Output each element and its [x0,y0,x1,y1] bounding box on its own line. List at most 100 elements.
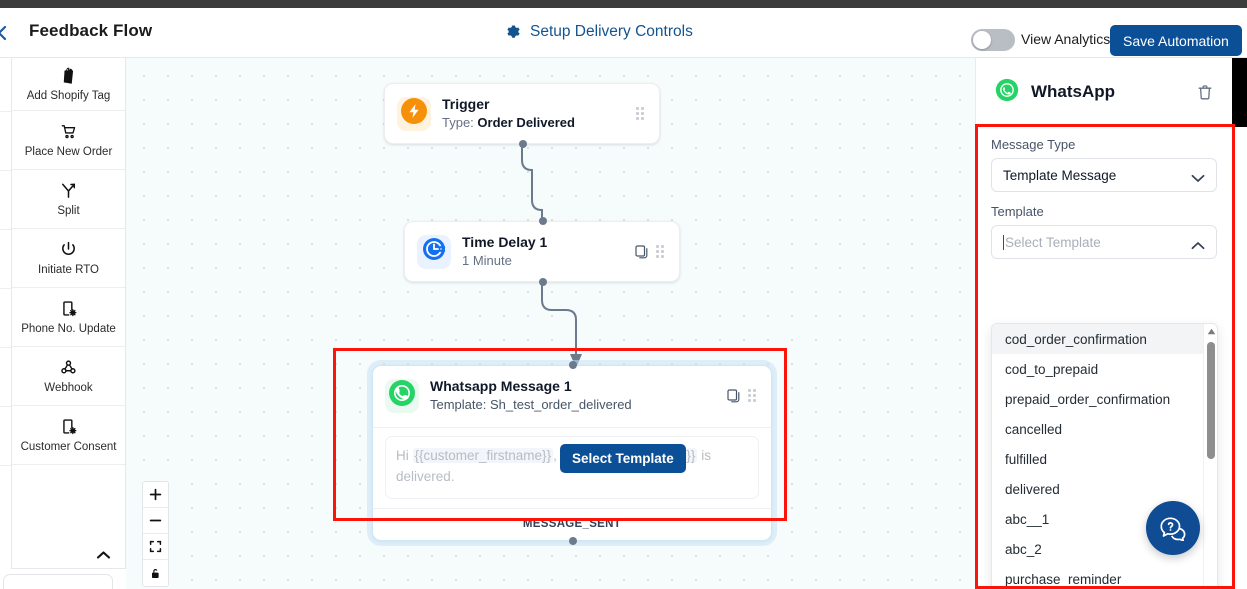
dropdown-option-label: purchase_reminder [1005,571,1122,587]
chat-question-icon [1158,515,1188,541]
select-template-tooltip: Select Template [560,444,686,473]
panel-body: Message Type Template Message Template S… [976,126,1232,589]
dropdown-option[interactable]: fulfilled [992,444,1203,474]
dropdown-option-label: fulfilled [1005,451,1048,467]
node-subtitle: 1 Minute [462,252,512,268]
palette-item-place-new-order[interactable]: Place New Order [12,111,125,170]
chevron-up-icon[interactable] [94,548,113,562]
dropdown-option[interactable]: delivered [992,474,1203,504]
template-placeholder: Select Template [1003,234,1101,250]
message-type-label: Message Type [991,137,1076,152]
dropdown-option[interactable]: abc_2 [992,534,1203,564]
palette-item-split[interactable]: Split [12,170,125,229]
drag-handle-icon[interactable] [748,388,759,403]
trigger-type-value: Order Delivered [477,114,575,130]
message-sent-branch-label: MESSAGE_SENT [373,507,771,540]
drag-handle-icon[interactable] [656,244,667,259]
message-type-select[interactable]: Template Message [991,158,1217,192]
dropdown-option-label: cod_order_confirmation [1005,331,1147,347]
dropdown-option[interactable]: cancelled [992,414,1203,444]
palette-item-initiate-rto[interactable]: Initiate RTO [12,229,125,288]
palette-item-label: Webhook [44,382,93,394]
copy-icon[interactable] [635,244,648,259]
node-output-port[interactable] [539,278,547,287]
palette-item-phone-no-update[interactable]: Phone No. Update [12,288,125,347]
save-automation-button[interactable]: Save Automation [1110,25,1242,56]
fit-view-button[interactable] [143,534,168,560]
node-time-delay-1[interactable]: Time Delay 1 1 Minute [404,217,680,287]
delay-icon-container [417,234,451,269]
node-output-port[interactable] [519,140,527,149]
page-title: Feedback Flow [29,21,153,40]
template-select[interactable]: Select Template [991,225,1217,259]
node-whatsapp-message-1[interactable]: Whatsapp Message 1 Template: Sh_test_ord… [372,361,772,545]
zoom-out-button[interactable] [143,508,168,534]
chevron-up-icon [1191,238,1205,249]
palette-item-customer-consent[interactable]: Customer Consent [12,406,125,465]
lock-button[interactable] [143,560,168,586]
setup-delivery-controls-link[interactable]: Setup Delivery Controls [505,23,693,41]
node-trigger[interactable]: Trigger Type: Order Delivered [384,83,660,149]
dropdown-option[interactable]: cod_order_confirmation [992,324,1203,354]
flow-canvas[interactable]: Trigger Type: Order Delivered [126,58,975,589]
node-title: Trigger [442,96,490,112]
whatsapp-icon [995,78,1019,107]
panel-header: WhatsApp [976,58,1232,126]
dropdown-option[interactable]: prepaid_order_confirmation [992,384,1203,414]
node-subtitle: Type: Order Delivered [442,114,625,132]
node-subtitle: Template: Sh_test_order_delivered [430,396,716,414]
view-analytics-label[interactable]: View Analytics [1021,31,1111,47]
right-edge-dark-strip [1232,58,1247,127]
palette-item-label: Initiate RTO [38,264,99,276]
gear-icon [505,24,521,40]
node-palette[interactable]: Add Shopify Tag Place New Order [11,58,126,518]
node-input-port[interactable] [539,217,547,225]
palette-bottom-card [3,574,113,589]
palette-edge-strip [0,58,11,518]
dropdown-option-label: abc__1 [1005,511,1050,527]
palette-item-label: Place New Order [24,146,113,158]
view-analytics-toggle[interactable] [971,29,1015,51]
dropdown-option-label: prepaid_order_confirmation [1005,391,1171,407]
dropdown-option[interactable]: purchase_reminder [992,564,1203,589]
trash-icon[interactable] [1197,84,1213,101]
back-arrow-icon[interactable] [0,23,13,43]
node-divider [373,427,771,429]
template-prefix: Template: [430,396,487,412]
trigger-type-prefix: Type: [442,114,474,130]
scroll-up-arrow-icon[interactable] [1204,325,1217,338]
node-output-port[interactable] [569,536,577,545]
template-label: Template [991,204,1044,219]
dropdown-option[interactable]: cod_to_prepaid [992,354,1203,384]
dropdown-option-label: cancelled [1005,421,1063,437]
power-icon [59,240,78,259]
node-input-port[interactable] [569,361,577,369]
phone-settings-icon [59,417,78,436]
palette-item-label: Add Shopify Tag [26,90,111,102]
zoom-in-button[interactable] [143,482,168,508]
help-chat-button[interactable] [1146,501,1200,555]
scrollbar-thumb[interactable] [1207,342,1215,459]
palette-item-label: Split [57,205,80,217]
palette-footer [11,518,126,569]
shopify-bag-icon [59,66,78,85]
copy-icon[interactable] [727,388,740,403]
template-value: Sh_test_order_delivered [490,396,632,412]
palette-item-webhook[interactable]: Webhook [12,347,125,406]
toggle-knob [973,31,991,49]
message-text: is delivered. [396,448,711,484]
palette-item-add-shopify-tag[interactable]: Add Shopify Tag [12,58,125,111]
lightning-bolt-icon [401,98,427,129]
clock-icon [421,236,447,267]
drag-handle-icon[interactable] [636,106,647,121]
right-edge-light-strip [1232,127,1247,589]
app-header: Feedback Flow Setup Delivery Controls Vi… [0,8,1247,58]
message-text: Hi [396,448,413,464]
canvas-zoom-controls[interactable] [142,481,169,587]
palette-item-label: Customer Consent [20,441,117,453]
dropdown-option-label: delivered [1005,481,1060,497]
node-title: Time Delay 1 [462,234,548,250]
dropdown-scrollbar[interactable] [1203,324,1217,589]
dropdown-option[interactable]: abc__1 [992,504,1203,534]
